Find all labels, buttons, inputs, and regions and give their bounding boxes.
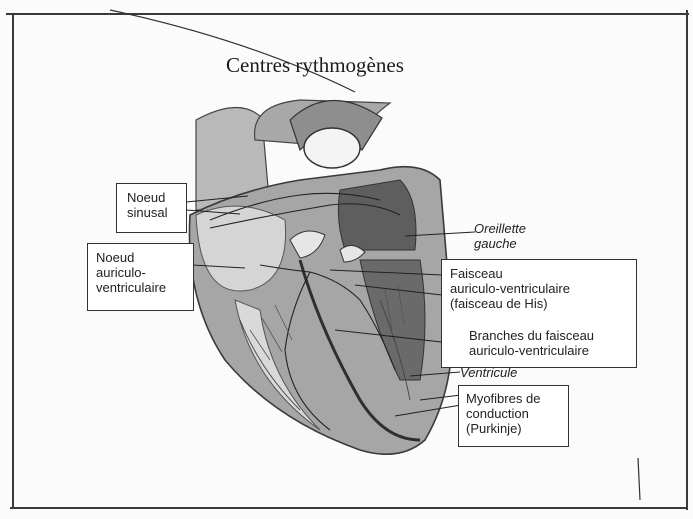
diagram-title: Centres rythmogènes — [226, 53, 404, 78]
noeud-sinusal-line-1: Noeud — [127, 190, 186, 205]
purkinje-label: Myofibres de conduction (Purkinje) — [458, 385, 569, 447]
oreillette-gauche-line-1: Oreillette — [474, 221, 526, 236]
noeud-av-label: Noeud auriculo- ventriculaire — [87, 243, 194, 311]
ventricule-label: Ventricule — [460, 365, 517, 380]
faisceau-his-line-3: (faisceau de His) — [450, 296, 636, 311]
purkinje-line-2: conduction — [466, 406, 568, 421]
faisceau-his-line-2: auriculo-ventriculaire — [450, 281, 636, 296]
oreillette-gauche-label: Oreillette gauche — [474, 221, 526, 251]
noeud-av-line-3: ventriculaire — [96, 280, 193, 295]
branches-line-1: Branches du faisceau — [469, 328, 594, 343]
noeud-av-line-1: Noeud — [96, 250, 193, 265]
noeud-sinusal-line-2: sinusal — [127, 205, 186, 220]
oreillette-gauche-line-2: gauche — [474, 236, 526, 251]
noeud-sinusal-label: Noeud sinusal — [116, 183, 187, 233]
faisceau-his-line-1: Faisceau — [450, 266, 636, 281]
branches-line-2: auriculo-ventriculaire — [469, 343, 594, 358]
purkinje-line-1: Myofibres de — [466, 391, 568, 406]
purkinje-line-3: (Purkinje) — [466, 421, 568, 436]
branches-label: Branches du faisceau auriculo-ventricula… — [469, 328, 594, 358]
noeud-av-line-2: auriculo- — [96, 265, 193, 280]
